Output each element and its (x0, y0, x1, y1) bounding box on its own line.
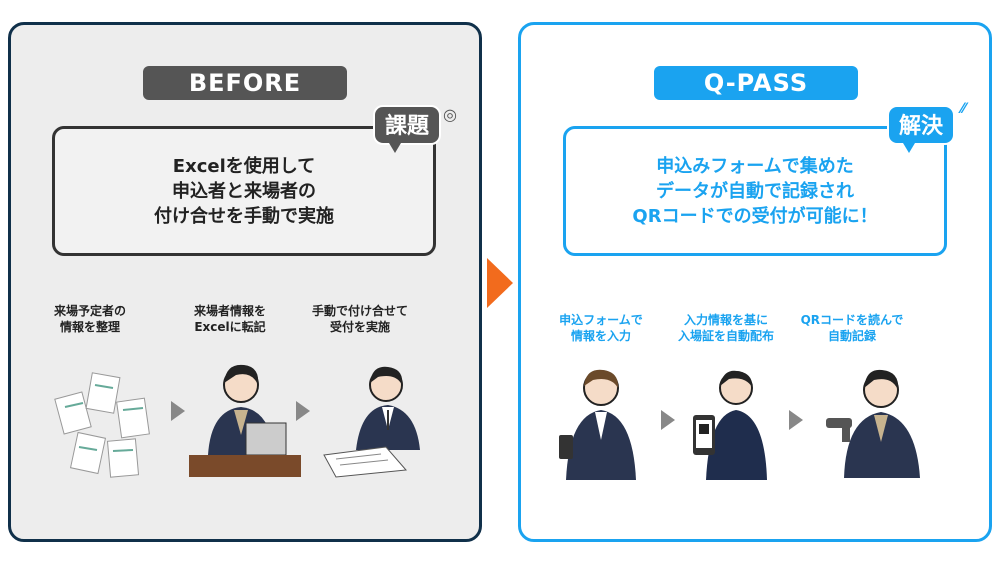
before-step-1: 来場予定者の情報を整理 (25, 303, 155, 335)
step-text: 情報を整理 (59, 320, 120, 334)
step-text: 来場予定者の (53, 304, 126, 318)
next-arrow-icon (789, 410, 803, 430)
step-text: 入場証を自動配布 (677, 329, 774, 343)
step-text: 自動記録 (827, 329, 876, 343)
burst-icon: ⁄⁄ (961, 101, 966, 117)
before-step-2: 来場者情報を Excelに転記 (165, 303, 295, 335)
issue-box: Excelを使用して 申込者と来場者の 付け合せを手動で実施 (52, 126, 436, 256)
manual-check-illustration (323, 366, 420, 478)
before-label: BEFORE (143, 66, 347, 100)
step-text: 受付を実施 (329, 320, 390, 334)
transition-arrow-icon (487, 258, 513, 308)
before-panel: BEFORE Excelを使用して 申込者と来場者の 付け合せを手動で実施 課題… (8, 22, 482, 542)
qpass-step-2: 入力情報を基に入場証を自動配布 (661, 312, 791, 344)
before-step-3: 手動で付け合せて受付を実施 (295, 303, 425, 335)
solution-line: 申込みフォームで集めた (656, 155, 854, 177)
qpass-label: Q-PASS (654, 66, 858, 100)
step-text: 手動で付け合せて (311, 304, 408, 318)
office-worker-pc-illustration (189, 364, 301, 477)
step-text: 申込フォームで (559, 313, 643, 327)
issue-badge: 課題 (373, 105, 441, 153)
next-arrow-icon (171, 401, 185, 421)
solution-line: QRコードでの受付が可能に！ (632, 205, 878, 227)
solution-badge: 解決 (887, 105, 955, 153)
staff-qr-scanner-illustration (826, 369, 920, 478)
step-text: QRコードを読んで (800, 313, 904, 327)
issue-line: Excelを使用して (172, 155, 316, 177)
step-text: 入力情報を基に (683, 313, 768, 327)
step-text: Excelに転記 (194, 320, 266, 334)
user-smartphone-illustration (559, 369, 636, 480)
solution-line: データが自動で記録され (656, 180, 854, 202)
next-arrow-icon (661, 410, 675, 430)
next-arrow-icon (296, 401, 310, 421)
solution-box: 申込みフォームで集めた データが自動で記録され QRコードでの受付が可能に！ (563, 126, 947, 256)
scattered-papers-illustration (54, 372, 150, 478)
qpass-step-3: QRコードを読んで自動記録 (787, 312, 917, 344)
qpass-step-1: 申込フォームで情報を入力 (536, 312, 666, 344)
user-qr-ticket-illustration (693, 370, 767, 480)
issue-line: 申込者と来場者の (172, 180, 316, 202)
issue-line: 付け合せを手動で実施 (154, 205, 334, 227)
step-text: 情報を入力 (570, 329, 631, 343)
step-text: 来場者情報を (193, 304, 266, 318)
swirl-icon: ◎ (443, 105, 457, 124)
qpass-panel: Q-PASS 申込みフォームで集めた データが自動で記録され QRコードでの受付… (518, 22, 992, 542)
